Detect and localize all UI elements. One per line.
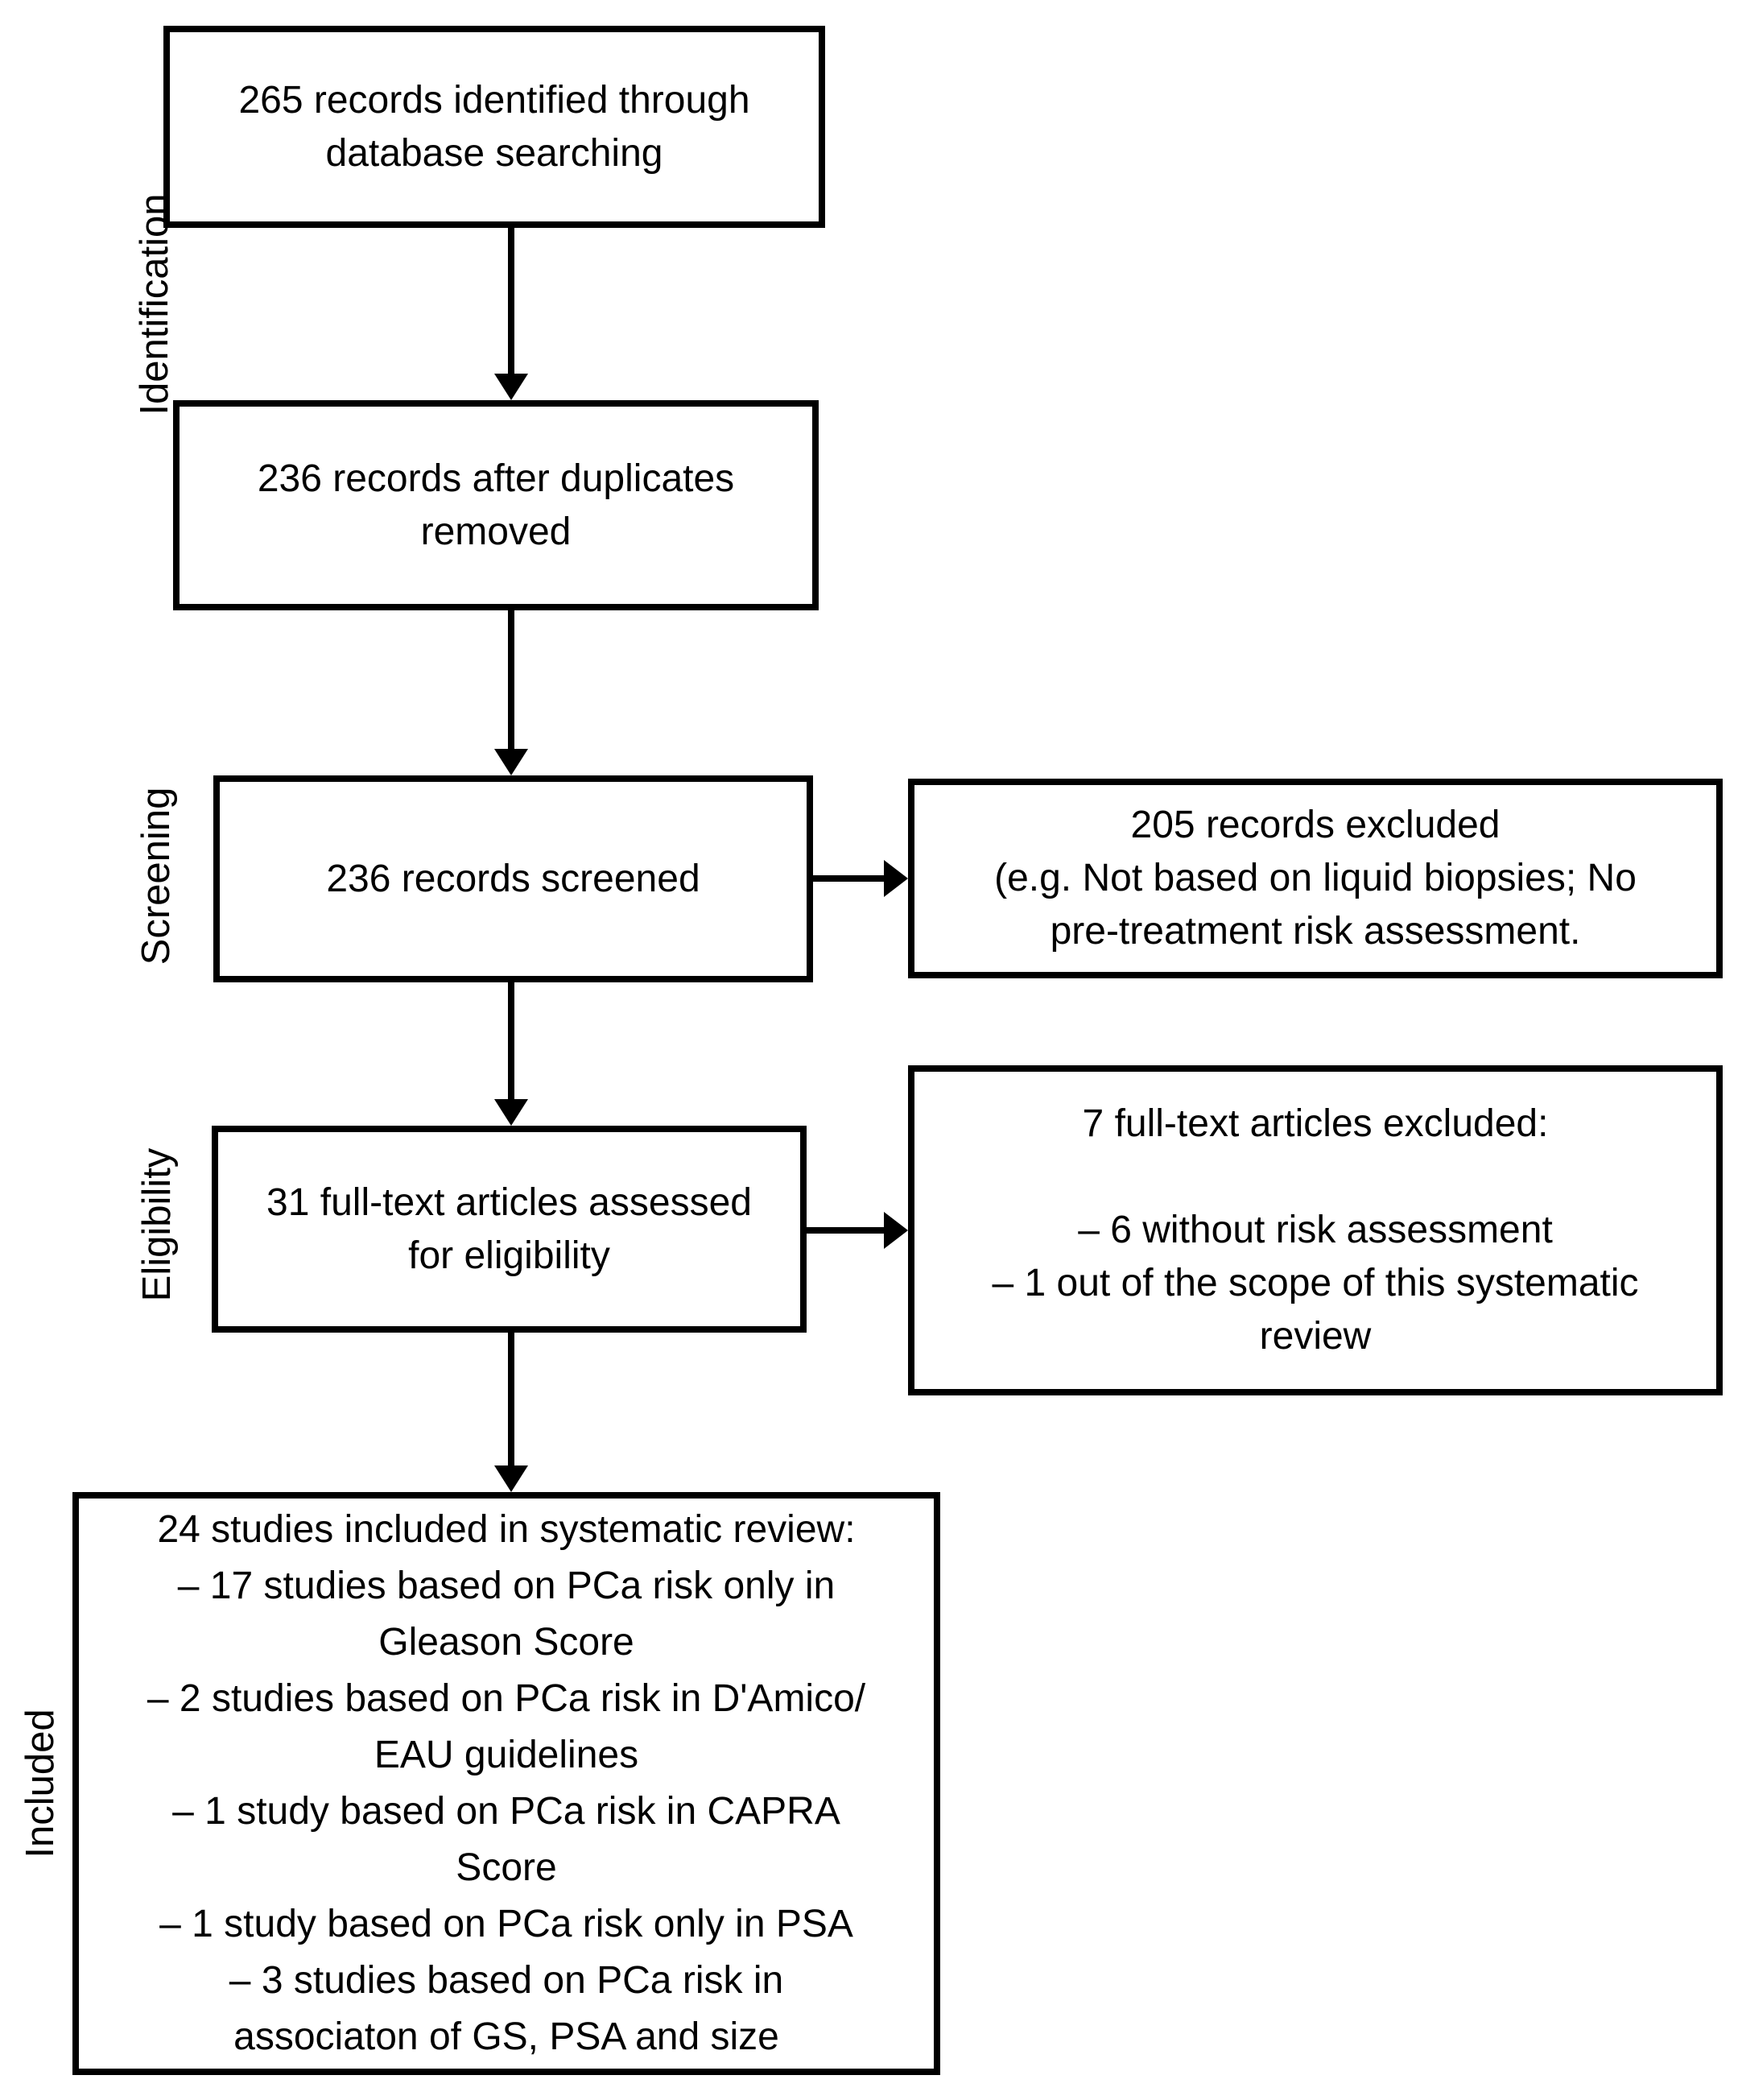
arrow-shaft — [508, 228, 514, 376]
box-records-excluded: 205 records excluded (e.g. Not based on … — [908, 779, 1723, 978]
arrow-shaft — [813, 875, 885, 882]
arrow-shaft — [508, 982, 514, 1102]
arrow-shaft — [508, 610, 514, 751]
box-records-deduplicated: 236 records after duplicates removed — [173, 400, 819, 610]
arrow-shaft — [508, 1333, 514, 1468]
arrow-down-head-icon — [494, 1099, 528, 1126]
stage-label-screening: Screening — [134, 787, 178, 965]
arrow-down-head-icon — [494, 374, 528, 400]
arrow-assessed-to-included — [493, 1333, 530, 1492]
arrow-down-head-icon — [494, 1465, 528, 1492]
arrow-screened-to-excluded — [813, 860, 908, 897]
stage-label-eligibility: Eligibility — [135, 1147, 179, 1302]
arrow-screened-to-assessed — [493, 982, 530, 1126]
box-included-studies: 24 studies included in systematic review… — [72, 1492, 940, 2075]
box-fulltext-assessed: 31 full-text articles assessed for eligi… — [212, 1126, 807, 1333]
stage-label-included: Included — [19, 1709, 62, 1858]
arrow-identified-to-deduplicated — [493, 228, 530, 400]
arrow-right-head-icon — [884, 860, 908, 897]
box-fulltext-excluded: 7 full-text articles excluded: – 6 witho… — [908, 1065, 1723, 1395]
box-records-screened: 236 records screened — [213, 775, 813, 982]
arrow-down-head-icon — [494, 749, 528, 775]
arrow-deduplicated-to-screened — [493, 610, 530, 775]
arrow-right-head-icon — [884, 1212, 908, 1249]
box-records-identified: 265 records identified through database … — [163, 26, 825, 228]
arrow-shaft — [807, 1227, 885, 1234]
arrow-assessed-to-fulltext-excluded — [807, 1212, 908, 1249]
